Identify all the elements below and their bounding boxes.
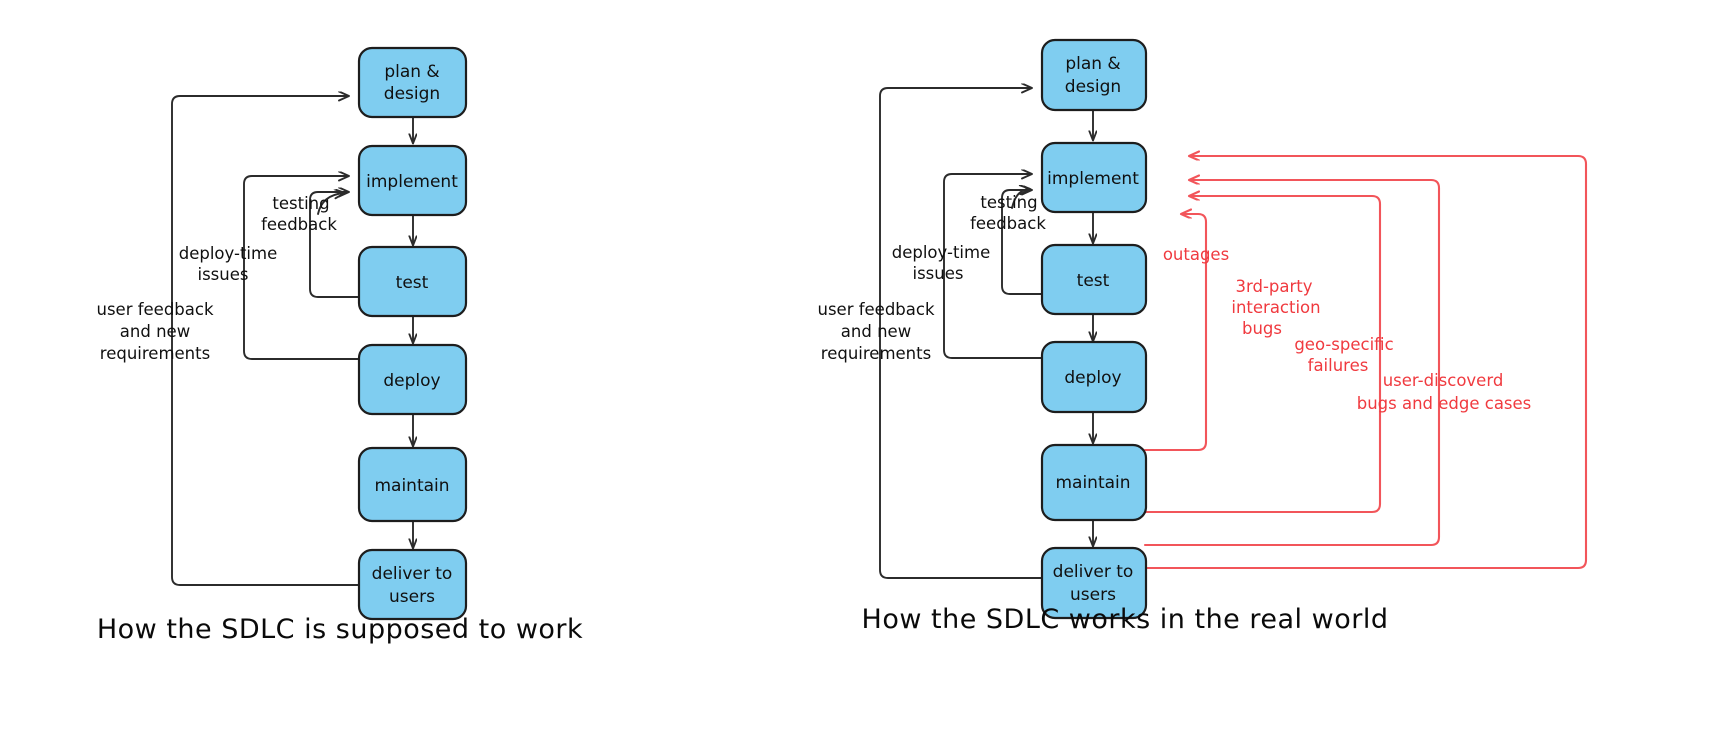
edge-testing-feedback-hook <box>1011 189 1029 209</box>
node-label-line: deliver to <box>1053 562 1134 582</box>
right-caption: How the SDLC works in the real world <box>862 604 1389 635</box>
label-geo-specific-failures: geo-specific <box>1294 335 1393 354</box>
left-node-plan[interactable]: plan & design <box>357 46 468 119</box>
label-testing-feedback: feedback <box>261 215 337 234</box>
node-shape <box>1040 141 1148 214</box>
label-user-feedback: and new <box>120 322 190 341</box>
node-label-line: test <box>396 273 429 293</box>
edge-testing-feedback-hook <box>317 193 344 215</box>
node-label-line: maintain <box>374 476 449 496</box>
label-third-party-interaction-bugs: 3rd-party <box>1235 277 1312 296</box>
node-label-line: implement <box>366 172 458 192</box>
node-label-line: plan & <box>384 62 439 82</box>
right-edge-labels: testing feedback deploy-time issues user… <box>817 193 1046 363</box>
right-diagram: plan & design implement test deploy main… <box>817 38 1588 635</box>
label-deploy-time-issues: deploy-time <box>892 243 990 262</box>
label-outages: outages <box>1163 245 1229 264</box>
node-shape <box>357 446 468 523</box>
label-geo-specific-failures: failures <box>1308 356 1369 375</box>
label-deploy-time-issues: issues <box>198 265 249 284</box>
node-label-line: deploy <box>383 371 440 391</box>
label-user-discovered-bugs: user-discoverd <box>1383 371 1504 390</box>
left-caption: How the SDLC is supposed to work <box>97 614 583 645</box>
node-label-line: implement <box>1047 169 1139 189</box>
edge-user-feedback <box>879 88 1043 579</box>
node-shape <box>1040 340 1148 414</box>
node-shape <box>1040 243 1148 316</box>
right-node-deliver[interactable]: deliver to users <box>1040 546 1148 620</box>
label-user-feedback: requirements <box>821 344 931 363</box>
label-deploy-time-issues: issues <box>913 264 964 283</box>
right-node-maintain[interactable]: maintain <box>1040 443 1148 522</box>
left-node-deploy[interactable]: deploy <box>357 343 468 416</box>
right-node-plan[interactable]: plan & design <box>1040 38 1148 112</box>
left-feedback-edges <box>171 96 360 586</box>
label-user-feedback: requirements <box>100 344 210 363</box>
left-node-implement[interactable]: implement <box>357 144 468 217</box>
left-edge-labels: testing feedback deploy-time issues user… <box>96 194 337 363</box>
edge-user-feedback <box>171 96 360 586</box>
label-third-party-interaction-bugs: interaction <box>1231 298 1320 317</box>
node-label-line: test <box>1077 271 1110 291</box>
node-label-line: users <box>1070 585 1116 605</box>
node-shape <box>357 245 468 318</box>
node-shape <box>1040 443 1148 522</box>
node-label-line: plan & <box>1065 54 1120 74</box>
left-node-deliver[interactable]: deliver to users <box>357 548 468 621</box>
node-label-line: maintain <box>1055 473 1130 493</box>
node-label-line: deliver to <box>372 564 453 584</box>
node-label-line: deploy <box>1064 368 1121 388</box>
edge-third-party-interaction-bugs <box>1143 196 1382 514</box>
label-deploy-time-issues: deploy-time <box>179 244 277 263</box>
right-node-test[interactable]: test <box>1040 243 1148 316</box>
label-user-discovered-bugs: bugs and edge cases <box>1357 394 1532 413</box>
label-user-feedback: user feedback <box>96 300 213 319</box>
left-node-maintain[interactable]: maintain <box>357 446 468 523</box>
edge-testing-feedback <box>1001 190 1043 295</box>
edge-user-discovered-bugs <box>1143 156 1588 570</box>
node-shape <box>357 343 468 416</box>
node-shape <box>357 548 468 621</box>
right-feedback-edges <box>879 88 1043 579</box>
node-shape <box>1040 546 1148 620</box>
right-problem-labels: outages 3rd-party interaction bugs geo-s… <box>1163 245 1531 413</box>
edge-geo-specific-failures <box>1143 180 1441 547</box>
label-testing-feedback: testing <box>272 194 329 213</box>
label-user-feedback: and new <box>841 322 911 341</box>
node-label-line: design <box>1065 77 1121 97</box>
node-shape <box>1040 38 1148 112</box>
edge-outages <box>1143 214 1208 452</box>
edge-deploy-time-issues <box>943 174 1043 359</box>
node-shape <box>357 46 468 119</box>
left-diagram: plan & design implement test deploy main… <box>96 46 583 645</box>
label-user-feedback: user feedback <box>817 300 934 319</box>
node-shape <box>357 144 468 217</box>
right-node-implement[interactable]: implement <box>1040 141 1148 214</box>
label-testing-feedback: feedback <box>970 214 1046 233</box>
left-node-test[interactable]: test <box>357 245 468 318</box>
right-problem-edges <box>1143 156 1588 570</box>
label-testing-feedback: testing <box>980 193 1037 212</box>
edge-testing-feedback <box>309 192 360 298</box>
edge-deploy-time-issues <box>243 176 360 360</box>
node-label-line: users <box>389 587 435 607</box>
right-node-deploy[interactable]: deploy <box>1040 340 1148 414</box>
label-third-party-interaction-bugs: bugs <box>1242 319 1282 338</box>
node-label-line: design <box>384 84 440 104</box>
